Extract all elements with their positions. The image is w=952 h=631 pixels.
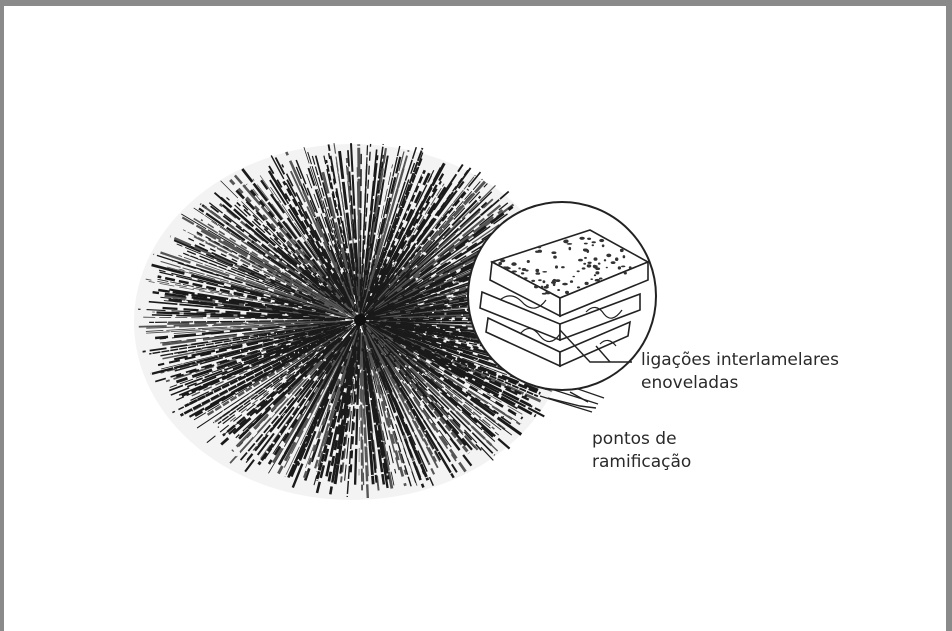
surface-speckle	[623, 255, 626, 258]
surface-speckle	[521, 272, 524, 274]
surface-speckle	[620, 249, 624, 252]
surface-speckle	[599, 239, 604, 242]
surface-speckle	[595, 279, 600, 282]
interlamellar-links-label: ligações interlamelares enoveladas	[641, 349, 839, 395]
surface-speckle	[618, 266, 621, 269]
surface-speckle	[624, 272, 627, 275]
lamella-ray	[359, 144, 360, 300]
surface-speckle	[553, 279, 556, 282]
surface-speckle	[564, 240, 568, 243]
surface-speckle	[594, 257, 598, 260]
surface-speckle	[561, 266, 565, 268]
surface-speckle	[606, 267, 608, 269]
surface-speckle	[551, 251, 556, 254]
surface-speckle	[557, 289, 560, 291]
surface-speckle	[592, 244, 594, 246]
surface-speckle	[583, 263, 586, 265]
surface-speckle	[505, 266, 509, 269]
surface-speckle	[590, 278, 593, 280]
surface-speckle	[585, 282, 589, 285]
surface-speckle	[553, 256, 557, 259]
surface-speckle	[579, 237, 584, 240]
branch-label-line2: ramificação	[592, 451, 691, 474]
surface-speckle	[578, 259, 583, 262]
branch-points-label: pontos de ramificação	[592, 428, 691, 474]
surface-speckle	[555, 265, 558, 268]
surface-speckle	[599, 278, 603, 280]
surface-speckle	[606, 254, 611, 258]
surface-speckle	[595, 271, 599, 274]
surface-speckle	[538, 250, 542, 253]
branch-label-line1: pontos de	[592, 428, 691, 451]
surface-speckle	[587, 238, 591, 240]
surface-speckle	[567, 243, 573, 245]
surface-speckle	[588, 262, 592, 264]
surface-speckle	[531, 280, 535, 282]
surface-speckle	[582, 267, 586, 269]
surface-speckle	[621, 266, 625, 268]
surface-speckle	[543, 280, 546, 283]
surface-speckle	[511, 262, 516, 266]
surface-speckle	[629, 266, 632, 269]
surface-speckle	[538, 279, 542, 281]
surface-speckle	[542, 271, 547, 273]
surface-speckle	[536, 270, 539, 272]
surface-speckle	[562, 283, 568, 286]
surface-speckle	[583, 249, 588, 252]
interlamellar-label-line2: enoveladas	[641, 372, 839, 395]
surface-speckle	[511, 270, 517, 272]
surface-speckle	[500, 259, 505, 262]
surface-speckle	[615, 257, 618, 261]
spherulite-nucleus	[354, 314, 366, 326]
surface-speckle	[577, 270, 580, 272]
surface-speckle	[593, 265, 597, 268]
surface-speckle	[518, 275, 520, 277]
surface-speckle	[535, 272, 540, 275]
interlamellar-label-line1: ligações interlamelares	[641, 349, 839, 372]
surface-speckle	[611, 261, 616, 264]
surface-speckle	[594, 274, 596, 276]
surface-speckle	[604, 259, 606, 261]
surface-speckle	[518, 267, 521, 269]
surface-speckle	[527, 260, 530, 263]
surface-speckle	[534, 285, 538, 288]
surface-speckle	[587, 264, 592, 267]
surface-speckle	[592, 241, 596, 243]
surface-speckle	[572, 276, 575, 278]
surface-speckle	[570, 280, 573, 283]
surface-speckle	[602, 244, 605, 247]
surface-speckle	[577, 286, 580, 288]
surface-speckle	[545, 291, 551, 294]
surface-speckle	[569, 247, 572, 250]
surface-speckle	[498, 262, 502, 265]
surface-speckle	[598, 263, 601, 265]
surface-speckle	[565, 291, 569, 294]
surface-speckle	[541, 286, 543, 289]
surface-speckle	[538, 246, 542, 249]
surface-speckle	[524, 277, 528, 279]
surface-speckle	[522, 268, 527, 271]
surface-speckle	[543, 286, 548, 289]
branch-tip	[540, 396, 592, 412]
surface-speckle	[584, 257, 587, 259]
surface-speckle	[493, 260, 495, 263]
surface-speckle	[584, 243, 588, 245]
